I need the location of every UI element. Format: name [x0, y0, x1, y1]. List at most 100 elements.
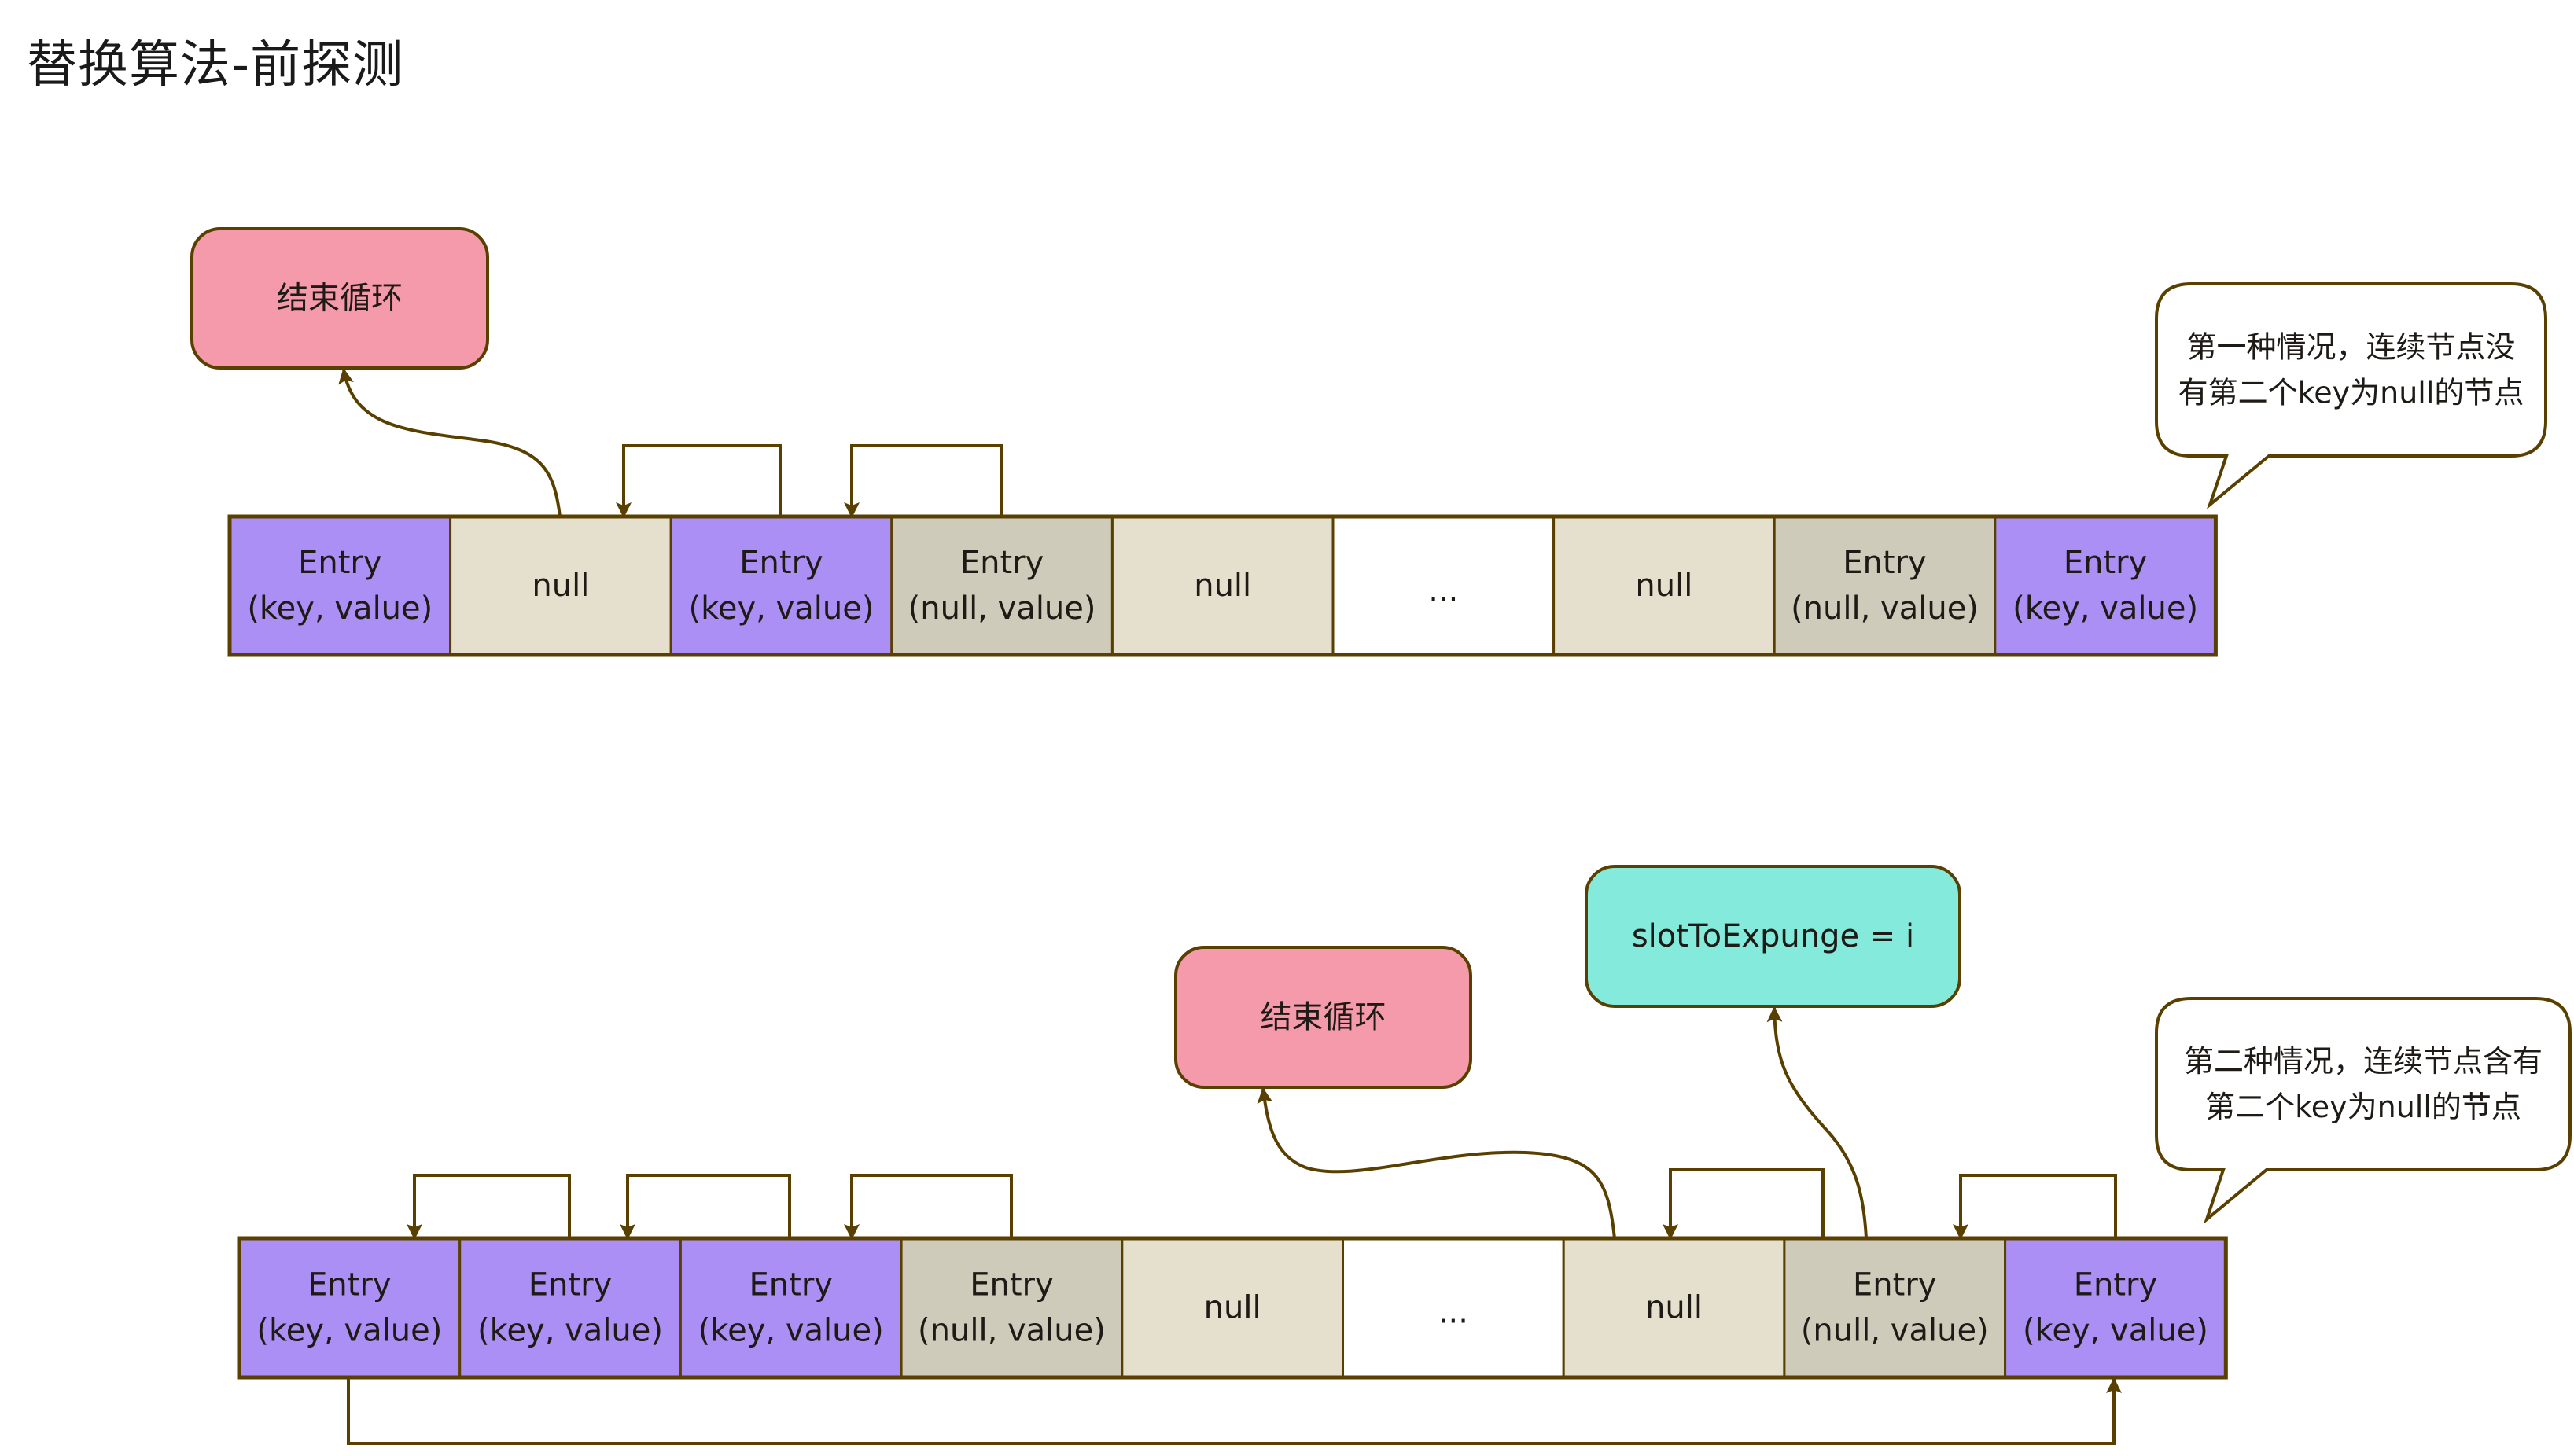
slot-cell-bg — [228, 515, 452, 656]
slot-value-label: null — [1204, 1290, 1261, 1326]
slot-cell-null-slot: null — [449, 515, 672, 656]
slot-cell-null-slot: null — [1121, 1237, 1345, 1379]
speech-bubble-shape — [2155, 997, 2572, 1225]
slot-type-label: Entry — [307, 1267, 391, 1303]
slot-value-label: null — [1194, 568, 1251, 604]
slot-type-label: Entry — [1853, 1267, 1936, 1303]
bubbles-layer: 第一种情况，连续节点没有第二个key为null的节点第二种情况，连续节点含有第二… — [2155, 282, 2572, 1225]
slot-cell-bg — [458, 1237, 682, 1379]
slot-cell-null-slot: null — [1110, 515, 1335, 656]
slot-cell-null-slot: null — [1552, 515, 1776, 656]
slot-kv-label: (null, value) — [918, 1313, 1106, 1349]
slot-type-label: Entry — [298, 545, 381, 581]
slot-type-label: Entry — [528, 1267, 612, 1303]
probe-back-arrow — [407, 1174, 571, 1240]
slot-cell-entry-key: Entry (key, value) — [458, 1237, 682, 1379]
slot-cell-bg — [1331, 515, 1556, 656]
slot-cell-entry-key: Entry (key, value) — [228, 515, 452, 656]
slot-cell-bg — [900, 1237, 1124, 1379]
page-title: 替换算法-前探测 — [27, 36, 404, 94]
slot-cell-ellipsis: ... — [1331, 515, 1556, 656]
slot-cell-bg — [1994, 515, 2217, 656]
slot-to-expunge-box: slotToExpunge = i — [1585, 865, 1961, 1008]
connector-to-slot-to-expunge-arrow — [1766, 1006, 1868, 1239]
slot-cell-bg — [1562, 1237, 1786, 1379]
bubble-text-line: 第二个key为null的节点 — [2205, 1090, 2521, 1124]
probe-back-arrow — [1663, 1168, 1825, 1240]
slot-kv-label: (null, value) — [908, 590, 1096, 627]
slot-type-label: Entry — [970, 1267, 1053, 1303]
slot-cell-null-slot: null — [1562, 1237, 1786, 1379]
slot-cell-bg — [2004, 1237, 2227, 1379]
slot-type-label: Entry — [2074, 1267, 2157, 1303]
probe-back-arrow — [616, 444, 782, 518]
slot-cell-entry-key: Entry (key, value) — [669, 515, 893, 656]
slot-kv-label: (key, value) — [2012, 590, 2198, 627]
slot-kv-label: (key, value) — [698, 1313, 884, 1349]
slot-kv-label: (key, value) — [256, 1313, 442, 1349]
slot-cell-entry-key: Entry (key, value) — [238, 1237, 462, 1379]
slot-cell-bg — [449, 515, 672, 656]
slot-cell-bg — [1552, 515, 1776, 656]
slot-value-label: null — [532, 568, 589, 604]
wraparound-arrow — [347, 1377, 2122, 1445]
slot-kv-label: (key, value) — [247, 590, 433, 627]
slot-value-label: ... — [1438, 1295, 1468, 1331]
slot-cell-entry-null: Entry (null, value) — [1773, 515, 1997, 656]
slot-kv-label: (null, value) — [1791, 590, 1979, 627]
slot-type-label: Entry — [739, 545, 823, 581]
slot-value-label: null — [1645, 1290, 1703, 1326]
probe-back-arrow — [844, 444, 1003, 518]
slot-to-expunge-box-label: slotToExpunge = i — [1632, 918, 1914, 954]
slot-value-label: ... — [1428, 572, 1458, 609]
slot-kv-label: (key, value) — [689, 590, 875, 627]
slot-cell-entry-key: Entry (key, value) — [1994, 515, 2217, 656]
bubble-text-line: 有第二个key为null的节点 — [2178, 376, 2524, 410]
slot-cell-bg — [669, 515, 893, 656]
array-row-case-2: Entry (key, value) Entry (key, value) Entry (… — [237, 1236, 2228, 1380]
probe-back-arrow — [1953, 1174, 2117, 1240]
slot-cell-bg — [1121, 1237, 1345, 1379]
slot-type-label: Entry — [960, 545, 1044, 581]
end-loop-box: 结束循环 — [190, 227, 489, 370]
slot-kv-label: (null, value) — [1801, 1313, 1989, 1349]
slot-to-expunge-box-bg — [1585, 865, 1961, 1008]
slot-type-label: Entry — [1843, 545, 1926, 581]
bubble-text-line: 第二种情况，连续节点含有 — [2184, 1044, 2543, 1079]
slot-cell-entry-key: Entry (key, value) — [2004, 1237, 2227, 1379]
slot-value-label: null — [1635, 568, 1692, 604]
speech-bubble-shape — [2155, 282, 2547, 510]
slot-cell-bg — [1783, 1237, 2007, 1379]
slot-kv-label: (key, value) — [2023, 1313, 2208, 1349]
slot-cell-bg — [238, 1237, 462, 1379]
slot-type-label: Entry — [2064, 545, 2147, 581]
slot-cell-entry-key: Entry(key, value) — [679, 1237, 903, 1379]
end-loop-box-bg — [190, 227, 489, 370]
slot-cell-bg — [679, 1237, 903, 1379]
end-loop-box-label: 结束循环 — [1261, 999, 1386, 1035]
slot-cell-bg — [1773, 515, 1997, 656]
bubble-text-line: 第一种情况，连续节点没 — [2186, 330, 2515, 365]
connectors-layer — [338, 368, 2122, 1445]
end-loop-box: 结束循环 — [1174, 946, 1472, 1089]
connector-null-to-end-loop-arrow — [338, 368, 562, 517]
array-row-outline — [237, 1236, 2228, 1380]
slot-cell-entry-null: Entry (null, value) — [900, 1237, 1124, 1379]
array-row-outline — [227, 514, 2218, 657]
slot-kv-label: (key, value) — [477, 1313, 663, 1349]
end-loop-box-label: 结束循环 — [277, 281, 403, 317]
slot-cell-ellipsis: ... — [1342, 1237, 1565, 1379]
slot-cell-bg — [890, 515, 1114, 656]
connector-null-to-end-loop-arrow — [1257, 1087, 1616, 1239]
slot-cell-entry-null: Entry (null, value) — [1783, 1237, 2007, 1379]
slot-cell-entry-null: Entry (null, value) — [890, 515, 1114, 656]
end-loop-box-bg — [1174, 946, 1472, 1089]
probe-back-arrow — [620, 1174, 791, 1240]
probe-back-arrow — [844, 1174, 1013, 1240]
